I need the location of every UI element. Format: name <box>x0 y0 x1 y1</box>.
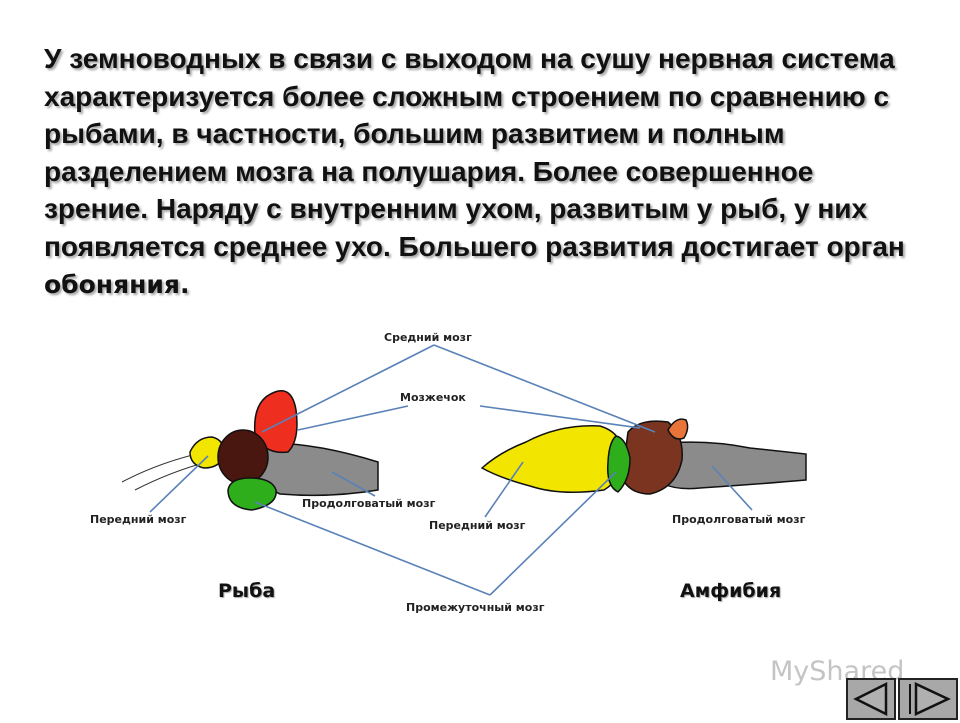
pointer-forebrain-fish <box>149 455 209 513</box>
label-cerebellum: Мозжечок <box>400 391 466 404</box>
amphibian-forebrain <box>480 425 623 493</box>
amphibian-midbrain <box>621 420 683 495</box>
label-forebrain-amphibian: Передний мозг <box>429 519 526 532</box>
pointer-medulla-fish <box>331 471 376 497</box>
pointer-midbrain-fish <box>261 344 435 433</box>
amphibian-brain <box>480 418 807 495</box>
fish-cerebellum <box>217 429 269 485</box>
fish-midbrain <box>253 390 298 454</box>
description-paragraph: У земноводных в связи с выходом на сушу … <box>44 40 924 304</box>
amphibian-medulla <box>649 441 807 490</box>
label-forebrain-fish: Передний мозг <box>90 513 187 526</box>
fish-olfactory-nerve-lower <box>134 461 208 491</box>
pointer-midbrain-amphibian <box>433 344 656 433</box>
caption-fish: Рыба <box>218 580 276 602</box>
pointer-diencephalon-amphibian <box>489 471 617 596</box>
label-midbrain: Средний мозг <box>384 331 472 344</box>
fish-diencephalon <box>227 477 277 511</box>
amphibian-diencephalon <box>606 435 631 493</box>
pointer-cerebellum-amphibian <box>479 405 641 429</box>
pointer-cerebellum-fish <box>297 405 409 431</box>
description-main: У земноводных в связи с выходом на сушу … <box>44 43 905 262</box>
pointer-lines <box>149 344 753 596</box>
pointer-forebrain-amphibian <box>484 461 524 518</box>
description-tail: обоняния. <box>44 270 190 299</box>
pointer-medulla-amphibian <box>711 465 753 511</box>
caption-amphibian: Амфибия <box>680 580 782 602</box>
label-medulla-amphibian: Продолговатый мозг <box>672 513 806 526</box>
nav-next-button[interactable] <box>898 678 958 720</box>
label-medulla-fish: Продолговатый мозг <box>302 497 436 510</box>
fish-brain <box>121 390 379 511</box>
triangle-right-icon <box>909 682 951 716</box>
label-diencephalon: Промежуточный мозг <box>406 601 545 614</box>
nav-prev-button[interactable] <box>846 678 896 720</box>
triangle-left-icon <box>853 681 888 717</box>
amphibian-olfactory-lobe <box>667 418 689 440</box>
pointer-diencephalon-fish <box>254 501 491 596</box>
